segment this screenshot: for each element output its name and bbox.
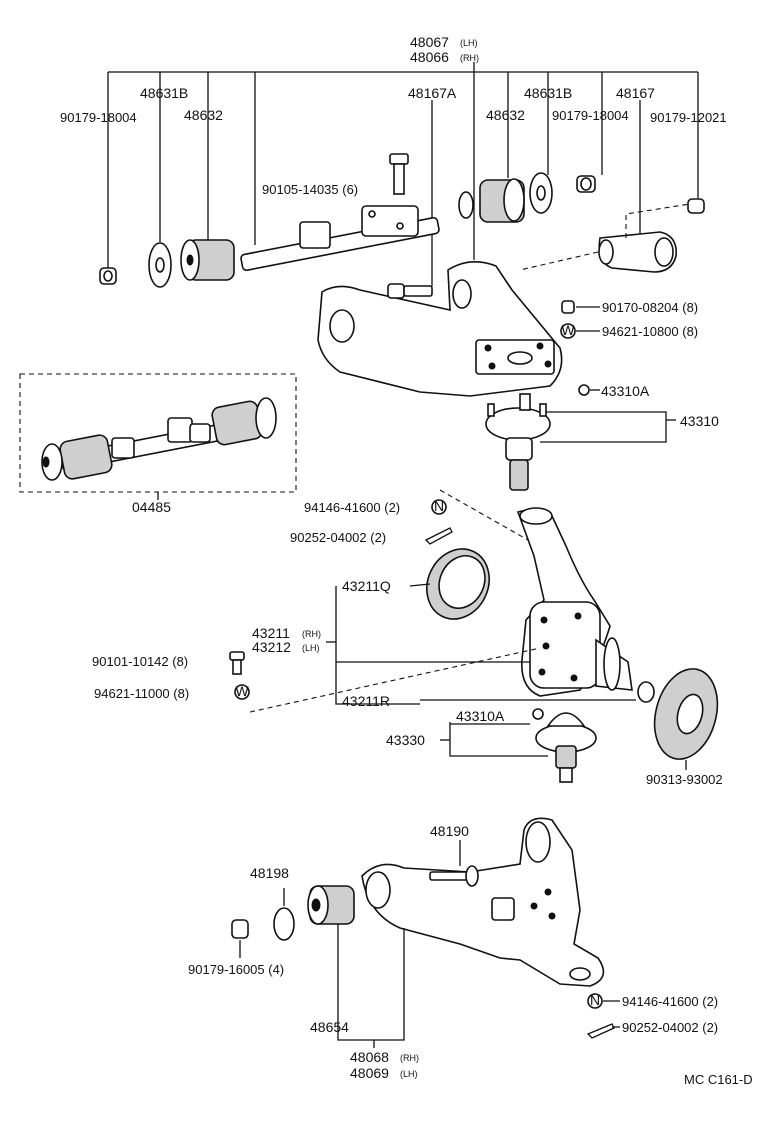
label-90252-04002-upper: 90252-04002 (2) [290, 530, 386, 545]
label-48068-side: (RH) [400, 1053, 419, 1063]
lower-leaders [239, 840, 461, 1048]
label-48069: 48069 [350, 1065, 389, 1081]
steering-knuckle-43211 [516, 507, 633, 697]
label-90179-12021: 90179-12021 [650, 110, 727, 125]
label-48167a: 48167A [408, 85, 457, 101]
diagram-reference-code: MC C161-D [684, 1072, 753, 1087]
label-48067-side: (LH) [460, 38, 478, 48]
knuckle-leaders [249, 489, 636, 713]
label-04485: 04485 [132, 499, 171, 515]
nut-n-mark-2: N [590, 992, 600, 1008]
label-48631b-left: 48631B [140, 85, 188, 101]
label-94621-10800: 94621-10800 (8) [602, 324, 698, 339]
label-48631b-right: 48631B [524, 85, 572, 101]
bolt-90101-10142 [229, 651, 245, 675]
label-48632-left: 48632 [184, 107, 223, 123]
label-43330: 43330 [386, 732, 425, 748]
nut-90179-16005 [231, 919, 249, 939]
upper-ball-joint-43310 [485, 384, 676, 491]
label-48066: 48066 [410, 49, 449, 65]
label-90313-93002: 90313-93002 [646, 772, 723, 787]
nut-90179-18004-right [576, 175, 596, 193]
label-48069-side: (LH) [400, 1069, 418, 1079]
dust-seal-43211q [426, 548, 490, 620]
label-48067: 48067 [410, 34, 449, 50]
label-90101-10142: 90101-10142 (8) [92, 654, 188, 669]
cotter-pin-90252-lower [586, 1023, 620, 1039]
bolt-90105-14035 [389, 153, 409, 195]
label-48632-right: 48632 [486, 107, 525, 123]
part-labels: 48067 (LH) 48066 (RH) 48631B 48632 90179… [60, 34, 753, 1087]
label-94146-41600-upper: 94146-41600 (2) [304, 500, 400, 515]
seal-43211r [637, 681, 655, 703]
label-43211r: 43211R [342, 693, 390, 709]
washer-90170 [561, 300, 600, 314]
label-43310a-lower: 43310A [456, 708, 505, 724]
label-90179-16005: 90179-16005 (4) [188, 962, 284, 977]
label-48068: 48068 [350, 1049, 389, 1065]
nut-94146-lower: N [587, 992, 620, 1009]
cotter-pin-90252-upper [424, 527, 453, 545]
upper-control-arm [317, 261, 563, 397]
bracket-48167 [598, 231, 677, 273]
label-43310: 43310 [680, 413, 719, 429]
lower-control-arm [361, 817, 605, 987]
label-43211q: 43211Q [342, 578, 391, 594]
label-90170-08204: 90170-08204 (8) [602, 300, 698, 315]
washer-94621-11000: W [234, 683, 250, 700]
label-90252-04002-lower: 90252-04002 (2) [622, 1020, 718, 1035]
bushing-48654 [307, 885, 355, 925]
lower-ball-joint-43330 [440, 708, 597, 783]
nut-94146-upper: N [431, 498, 447, 515]
bushing-48632-left [180, 239, 235, 281]
shaft-48167a [240, 205, 440, 272]
label-43212-side: (LH) [302, 643, 320, 653]
nut-90179-12021 [687, 198, 705, 214]
washer-w-mark: W [561, 322, 575, 338]
label-48066-side: (RH) [460, 53, 479, 63]
label-43211-side: (RH) [302, 629, 321, 639]
label-48198: 48198 [250, 865, 289, 881]
label-90179-18004-right: 90179-18004 [552, 108, 629, 123]
bushing-48632-right [479, 178, 525, 223]
label-90105-14035: 90105-14035 (6) [262, 182, 358, 197]
label-43211: 43211 [252, 625, 290, 641]
washer-94621-10800: W [560, 322, 600, 339]
label-48167: 48167 [616, 85, 655, 101]
nut-n-mark: N [434, 498, 444, 514]
assembly-04485 [19, 373, 297, 500]
label-48190: 48190 [430, 823, 469, 839]
label-48654: 48654 [310, 1019, 349, 1035]
top-bracket-leaders [107, 62, 699, 286]
washer-48631b-left [148, 242, 172, 288]
washer-w-mark-2: W [235, 683, 249, 699]
washer-48198 [273, 907, 295, 941]
upper-arm-shaft-assembly [99, 153, 705, 288]
label-94146-41600-lower: 94146-41600 (2) [622, 994, 718, 1009]
label-43212: 43212 [252, 639, 291, 655]
nut-90179-18004-left [99, 267, 117, 285]
label-90179-18004-left: 90179-18004 [60, 110, 137, 125]
dust-cover-90313 [653, 668, 719, 770]
label-43310a-upper: 43310A [601, 383, 650, 399]
label-94621-11000: 94621-11000 (8) [94, 686, 189, 701]
washer-48631b-right [458, 172, 553, 219]
